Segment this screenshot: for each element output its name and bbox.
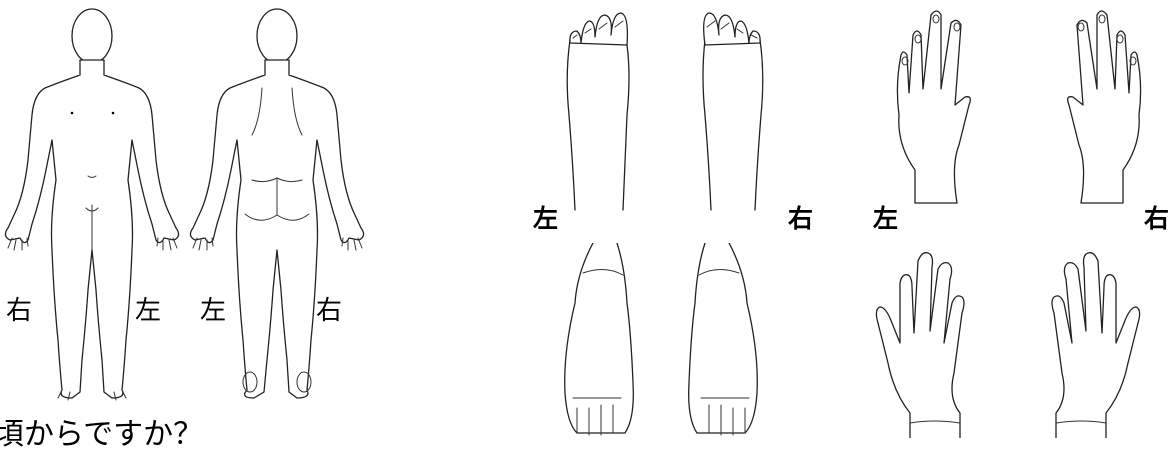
body-front-right-side-label: 左 <box>135 298 161 324</box>
hands-right-label: 右 <box>1144 206 1169 231</box>
body-back-right-side-label: 右 <box>316 298 342 324</box>
hands-back-view <box>885 5 1165 205</box>
feet-top-view <box>555 5 770 215</box>
body-front-figure <box>0 0 200 405</box>
feet-left-label: 左 <box>533 206 558 231</box>
body-back-figure <box>180 0 380 405</box>
body-back-left-side-label: 左 <box>200 298 226 324</box>
feet-sole-view <box>555 243 770 438</box>
question-text: 頃からですか？ <box>0 420 203 450</box>
feet-right-label: 右 <box>788 206 813 231</box>
hands-left-label: 左 <box>873 206 898 231</box>
body-front-left-side-label: 右 <box>6 298 32 324</box>
hands-palm-view <box>848 243 1176 438</box>
